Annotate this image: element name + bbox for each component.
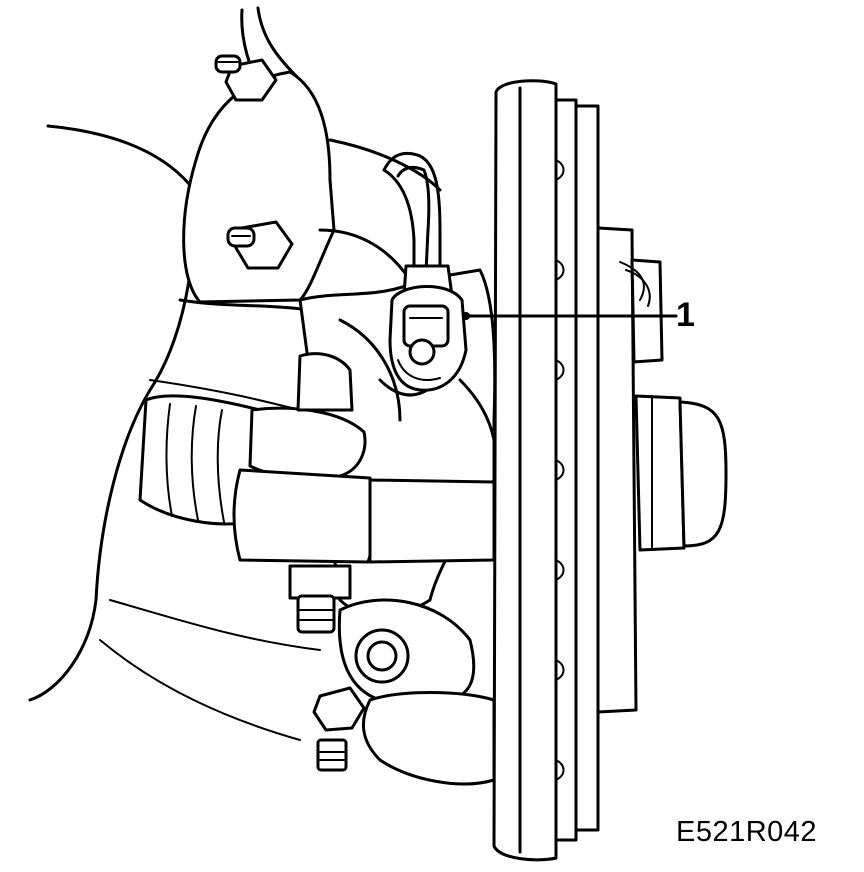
brake-disc <box>492 79 600 862</box>
abs-sensor <box>388 264 468 392</box>
lower-ball-joint <box>337 598 496 786</box>
callout-leader <box>462 312 678 320</box>
sensor-cable <box>382 151 442 274</box>
middle-bolt <box>226 220 294 270</box>
wheel-hub <box>596 226 728 714</box>
callout-number: 1 <box>676 296 695 334</box>
figure-code: E521R042 <box>676 816 818 848</box>
strut-bracket <box>178 70 442 322</box>
lower-bolt <box>312 686 366 772</box>
upper-bolt <box>214 54 278 102</box>
